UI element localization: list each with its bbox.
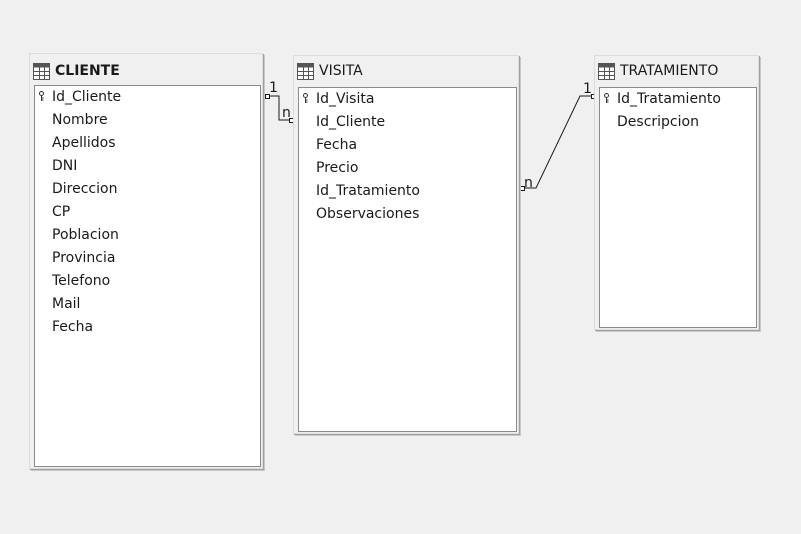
primary-key-icon (303, 93, 308, 103)
field-label: Id_Cliente (52, 89, 122, 105)
table-window-tratamiento[interactable]: TRATAMIENTO Id_Tratamiento Descripcion (594, 55, 759, 330)
field-label: CP (52, 204, 71, 220)
table-window-visita[interactable]: VISITA Id_Visita Id_Cliente Fecha Precio… (293, 55, 519, 434)
primary-key-icon (604, 93, 609, 103)
primary-key-icon (39, 91, 44, 101)
field-label: Precio (316, 160, 359, 176)
cardinality-many: n (524, 175, 533, 191)
field-label: Apellidos (52, 135, 116, 151)
field-label: Fecha (52, 319, 94, 335)
table-grid-icon (598, 62, 615, 80)
field-label: Provincia (52, 250, 116, 266)
field-list[interactable]: Id_Visita Id_Cliente Fecha Precio Id_Tra… (298, 87, 517, 432)
table-title-bar[interactable]: VISITA (294, 56, 518, 86)
table-grid-icon (297, 62, 314, 80)
field-label: Mail (52, 296, 81, 312)
field-label: Fecha (316, 137, 358, 153)
field-label: Id_Tratamiento (617, 91, 721, 107)
cardinality-one: 1 (269, 80, 278, 96)
field-label: Direccion (52, 181, 118, 197)
field-label: Id_Visita (316, 91, 375, 107)
table-title-bar[interactable]: TRATAMIENTO (595, 56, 758, 86)
table-title-bar[interactable]: CLIENTE (30, 56, 262, 86)
field-label: Observaciones (316, 206, 420, 222)
table-title: CLIENTE (55, 63, 120, 79)
table-title: TRATAMIENTO (620, 63, 719, 79)
table-window-cliente[interactable]: CLIENTE Id_Cliente Nombre Apellidos DNI … (29, 53, 263, 469)
field-list[interactable]: Id_Cliente Nombre Apellidos DNI Direccio… (34, 85, 261, 467)
cardinality-many: n (282, 105, 291, 121)
field-list[interactable]: Id_Tratamiento Descripcion (599, 87, 757, 328)
field-label: Id_Tratamiento (316, 183, 420, 199)
field-label: Id_Cliente (316, 114, 386, 130)
field-label: DNI (52, 158, 78, 174)
table-grid-icon (33, 62, 50, 80)
cardinality-one: 1 (583, 81, 592, 97)
table-title: VISITA (319, 63, 363, 79)
field-label: Telefono (52, 273, 111, 289)
field-label: Poblacion (52, 227, 119, 243)
field-label: Descripcion (617, 114, 699, 130)
field-label: Nombre (52, 112, 108, 128)
